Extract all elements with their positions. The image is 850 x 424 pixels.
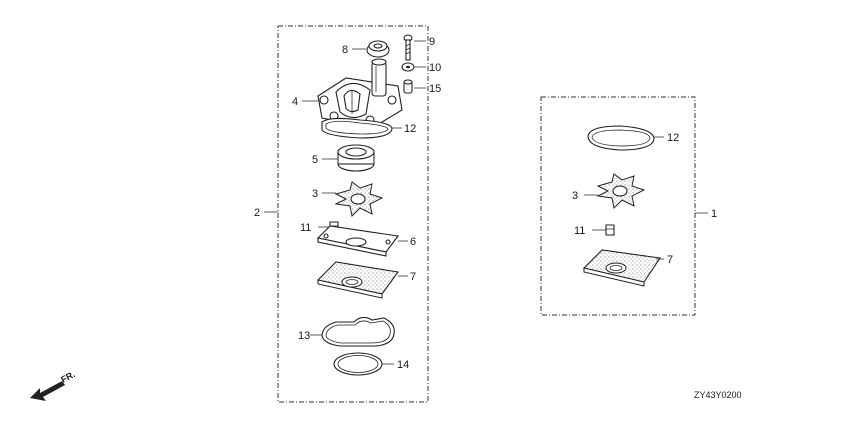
callout-pump-housing: 4	[292, 96, 298, 108]
gasket-left-part	[321, 117, 393, 139]
callout-washer: 10	[429, 62, 441, 74]
gasket-right-part	[587, 125, 655, 151]
callout-impeller-right: 3	[572, 190, 578, 202]
gasket-plate-left-part	[316, 261, 399, 299]
callout-gasket-plate-left: 7	[410, 271, 416, 283]
collar-part	[403, 79, 413, 94]
callout-key-right: 11	[574, 225, 585, 237]
o-ring-part	[333, 352, 383, 376]
callout-gasket-left: 12	[404, 123, 416, 135]
callout-o-ring: 14	[397, 359, 409, 371]
left-group-frame	[277, 25, 429, 403]
right-group-frame	[540, 96, 696, 316]
callout-grommet: 8	[342, 44, 348, 56]
callout-seal: 13	[298, 330, 310, 342]
callout-gasket-plate-right: 7	[667, 254, 673, 266]
callout-key-left: 11	[300, 222, 311, 234]
callout-impeller-left: 3	[312, 188, 318, 200]
callout-right-group: 1	[711, 208, 717, 220]
callout-insert-cartridge: 5	[312, 154, 318, 166]
callout-collar: 15	[429, 83, 441, 95]
callout-left-group: 2	[254, 207, 260, 219]
front-direction-arrow-icon: FR.	[30, 369, 77, 401]
impeller-left-part	[334, 181, 384, 218]
insert-cartridge-part	[337, 144, 375, 172]
seal-part	[321, 316, 395, 347]
right-group: 1 12 3 11 7	[540, 96, 717, 316]
front-direction-label: FR.	[59, 369, 76, 385]
bolt-part	[403, 34, 413, 61]
gasket-plate-right-part	[582, 249, 661, 287]
key-right-part	[605, 224, 615, 236]
plate-part	[316, 225, 399, 257]
drawing-code: ZY43Y0200	[694, 390, 742, 400]
pump-housing-part	[317, 58, 403, 129]
left-group: 2 8 9 10 15	[254, 25, 441, 403]
washer-part	[401, 62, 415, 72]
impeller-right-part	[596, 173, 646, 210]
grommet-part	[366, 40, 390, 58]
callout-gasket-right: 12	[667, 132, 679, 144]
callout-bolt: 9	[429, 36, 435, 48]
callout-plate: 6	[410, 236, 416, 248]
